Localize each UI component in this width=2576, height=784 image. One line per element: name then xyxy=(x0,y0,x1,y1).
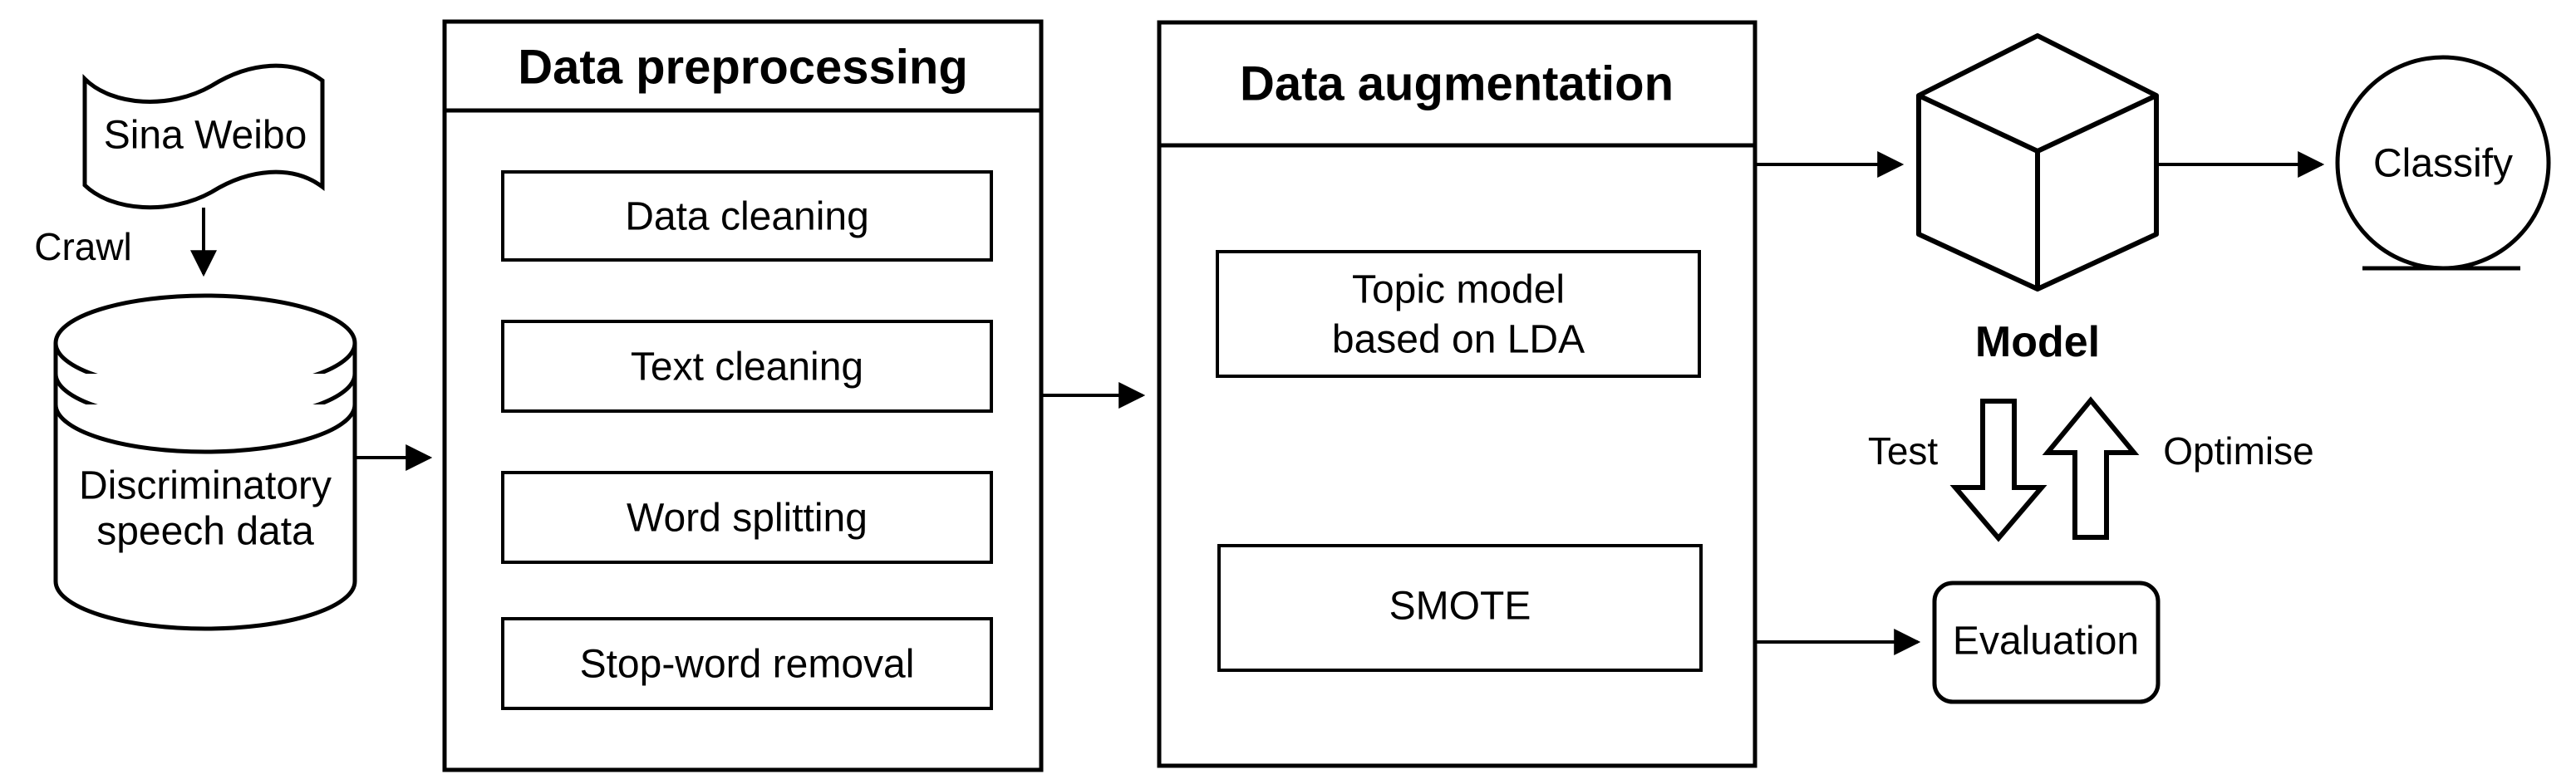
cylinder-label-line1: Discriminatory xyxy=(79,464,332,508)
smote-label: SMOTE xyxy=(1389,585,1531,629)
step-box-stop-word-removal xyxy=(501,617,993,710)
evaluation-label: Evaluation xyxy=(1953,620,2139,664)
classify-label: Classify xyxy=(2373,142,2513,186)
test-down-block-arrow xyxy=(1949,399,2048,542)
evaluation-box xyxy=(1932,581,2161,704)
cylinder-ring-2 xyxy=(53,404,357,454)
model-label: Model xyxy=(1975,318,2100,366)
step-box-text-cleaning xyxy=(501,320,993,413)
cylinder-label-line2: speech data xyxy=(96,510,314,554)
preprocessing-title: Data preprocessing xyxy=(518,41,968,95)
augmentation-title: Data augmentation xyxy=(1240,57,1674,111)
model-cube xyxy=(1916,33,2159,292)
topic-model-label-line1: Topic model xyxy=(1352,268,1565,312)
step-label-text-cleaning: Text cleaning xyxy=(631,345,863,390)
speech-data-cylinder xyxy=(53,293,357,631)
topic-model-label-line2: based on LDA xyxy=(1332,318,1585,362)
crawl-label: Crawl xyxy=(34,225,132,268)
step-label-word-splitting: Word splitting xyxy=(627,497,868,541)
step-box-word-splitting xyxy=(501,471,993,564)
sina-weibo-label: Sina Weibo xyxy=(104,114,307,158)
optimise-up-block-arrow xyxy=(2042,396,2140,540)
optimise-label: Optimise xyxy=(2163,429,2313,473)
sina-weibo-document xyxy=(82,63,325,210)
topic-model-box xyxy=(1216,250,1701,378)
step-label-data-cleaning: Data cleaning xyxy=(625,195,869,239)
test-label: Test xyxy=(1868,429,1939,473)
step-box-data-cleaning xyxy=(501,170,993,262)
step-label-stop-word-removal: Stop-word removal xyxy=(580,643,915,687)
smote-box xyxy=(1217,544,1703,672)
